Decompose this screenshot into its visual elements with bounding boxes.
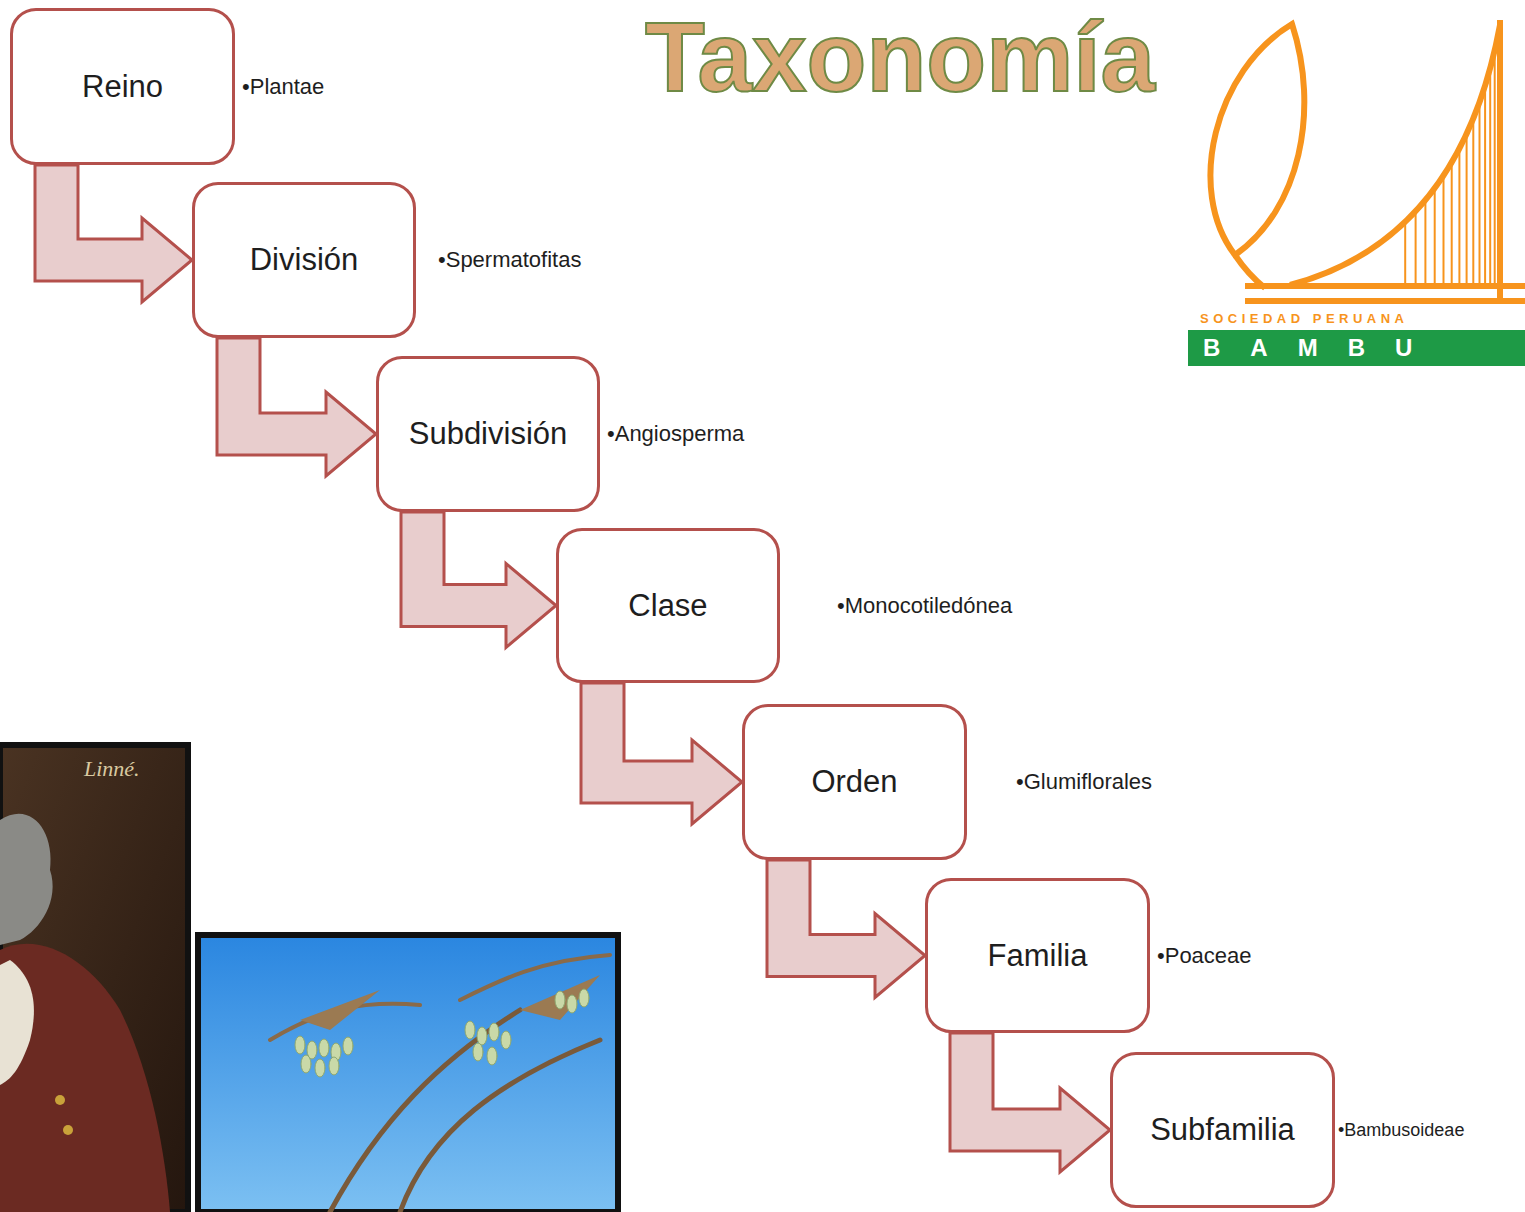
rank-name: Clase: [618, 588, 717, 624]
stalk: [400, 1040, 600, 1212]
spikelet: [319, 1039, 329, 1057]
taxon-value: •Spermatofitas: [438, 247, 581, 273]
elbow-arrow: [950, 1033, 1110, 1172]
logo-band: [1188, 330, 1525, 366]
logo-hanger: [1415, 211, 1417, 284]
spikelet: [295, 1036, 305, 1054]
taxon-box: Orden•Glumiflorales: [742, 704, 967, 860]
taxon-value: •Monocotiledónea: [837, 593, 1012, 619]
elbow-arrow: [401, 512, 556, 648]
diagram-title: Taxonomía: [645, 8, 1155, 106]
taxon-value: •Angiosperma: [607, 421, 744, 447]
spikelet: [465, 1021, 475, 1039]
spikelet: [315, 1059, 325, 1077]
spikelet: [487, 1047, 497, 1065]
bamboo-flowers: [270, 955, 610, 1212]
spikelet: [329, 1057, 339, 1075]
spikelet: [489, 1023, 499, 1041]
rank-name: Subfamilia: [1140, 1112, 1305, 1148]
logo-hanger: [1404, 222, 1406, 284]
logo-leaf: [1210, 24, 1304, 255]
logo-tower: [1497, 20, 1503, 300]
spikelet: [301, 1055, 311, 1073]
logo-hanger: [1472, 118, 1474, 284]
rank-name: División: [240, 242, 369, 278]
logo-text: SOCIEDAD PERUANA: [1200, 312, 1409, 325]
spikelets: [295, 989, 589, 1077]
logo-hanger: [1479, 102, 1481, 284]
portrait-button: [63, 1125, 73, 1135]
elbow-arrow: [581, 683, 742, 824]
elbow-arrow: [767, 860, 925, 998]
taxon-value: •Glumiflorales: [1016, 769, 1152, 795]
stalk: [330, 1010, 520, 1212]
logo-hanger: [1458, 148, 1460, 284]
rank-name: Reino: [72, 69, 173, 105]
society-logo: [1210, 20, 1525, 304]
taxon-box: Clase•Monocotiledónea: [556, 528, 780, 683]
portrait-button: [55, 1095, 65, 1105]
elbow-arrow: [217, 338, 376, 476]
spikelet: [473, 1043, 483, 1061]
bamboo-photo: [198, 935, 618, 1212]
taxon-box: Subfamilia•Bambusoideae: [1110, 1052, 1335, 1208]
portrait-cravat: [0, 960, 34, 1085]
portrait-frame: [0, 745, 188, 1212]
elbow-arrow: [35, 165, 192, 302]
logo-hanger: [1443, 176, 1445, 284]
logo-hanger: [1424, 200, 1426, 284]
logo-hanger: [1484, 86, 1486, 284]
spikelet: [477, 1027, 487, 1045]
taxon-box: Reino•Plantae: [10, 8, 235, 165]
taxon-value: •Poaceae: [1157, 943, 1252, 969]
spikelet: [555, 991, 565, 1009]
portrait-coat: [0, 944, 170, 1212]
rank-name: Familia: [978, 938, 1098, 974]
logo-cable: [1290, 25, 1500, 285]
spikelet: [343, 1037, 353, 1055]
leaf: [520, 975, 600, 1020]
portrait-signature: Linné.: [84, 758, 140, 780]
taxon-box: División•Spermatofitas: [192, 182, 416, 338]
logo-hanger: [1466, 134, 1468, 284]
logo-hanger: [1451, 162, 1453, 284]
rank-name: Orden: [801, 764, 907, 800]
spikelet: [501, 1031, 511, 1049]
taxon-value: •Plantae: [242, 74, 324, 100]
logo-hanger: [1434, 188, 1436, 284]
taxon-box: Familia•Poaceae: [925, 878, 1150, 1033]
logo-hanger: [1489, 68, 1491, 284]
taxon-box: Subdivisión•Angiosperma: [376, 356, 600, 512]
logo-hanger: [1494, 50, 1496, 284]
leaf: [300, 990, 380, 1030]
logo-deck: [1245, 283, 1525, 289]
portrait-wig: [0, 814, 53, 945]
spikelet: [579, 989, 589, 1007]
rank-name: Subdivisión: [399, 416, 578, 452]
logo-deck: [1245, 298, 1525, 304]
spikelet: [567, 995, 577, 1013]
taxon-value: •Bambusoideae: [1338, 1120, 1464, 1141]
logo-name: BAMBU: [1203, 336, 1442, 360]
